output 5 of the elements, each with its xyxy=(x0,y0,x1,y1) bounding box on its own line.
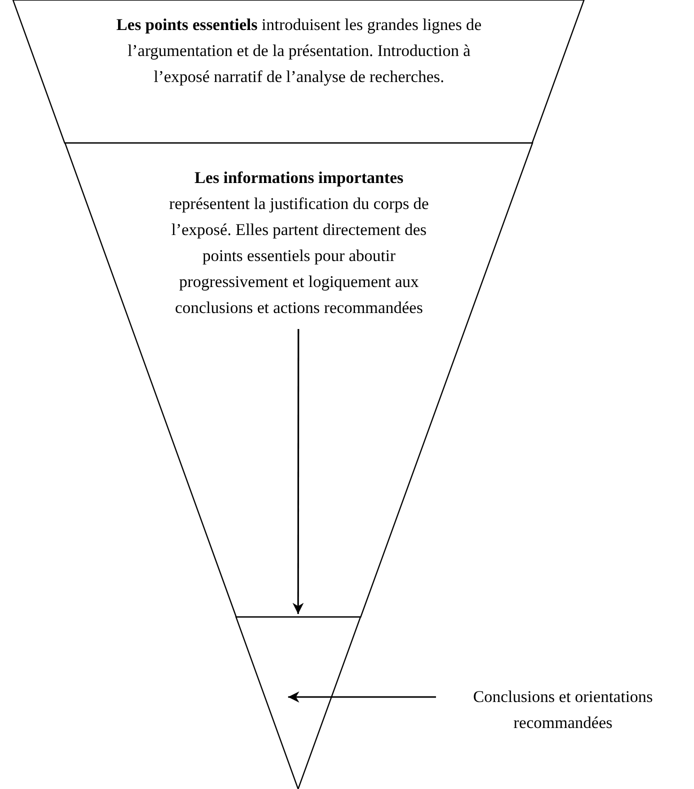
callout-text: Conclusions et orientations recommandées xyxy=(472,686,654,734)
arrow xyxy=(288,691,436,703)
arrow xyxy=(292,329,304,614)
section-text: Les informations importantes représentent la justification du corps de l’exposé. Elles partent directement des points essentiels pour aboutir progressivement et logiquement aux conclusions et actions recommandées xyxy=(168,167,430,319)
section-text: Les points essentiels introduisent les grandes lignes de l’argumentation et de la présentation. Introduction à l’exposé narratif de l’analyse de recherches. xyxy=(115,14,483,88)
